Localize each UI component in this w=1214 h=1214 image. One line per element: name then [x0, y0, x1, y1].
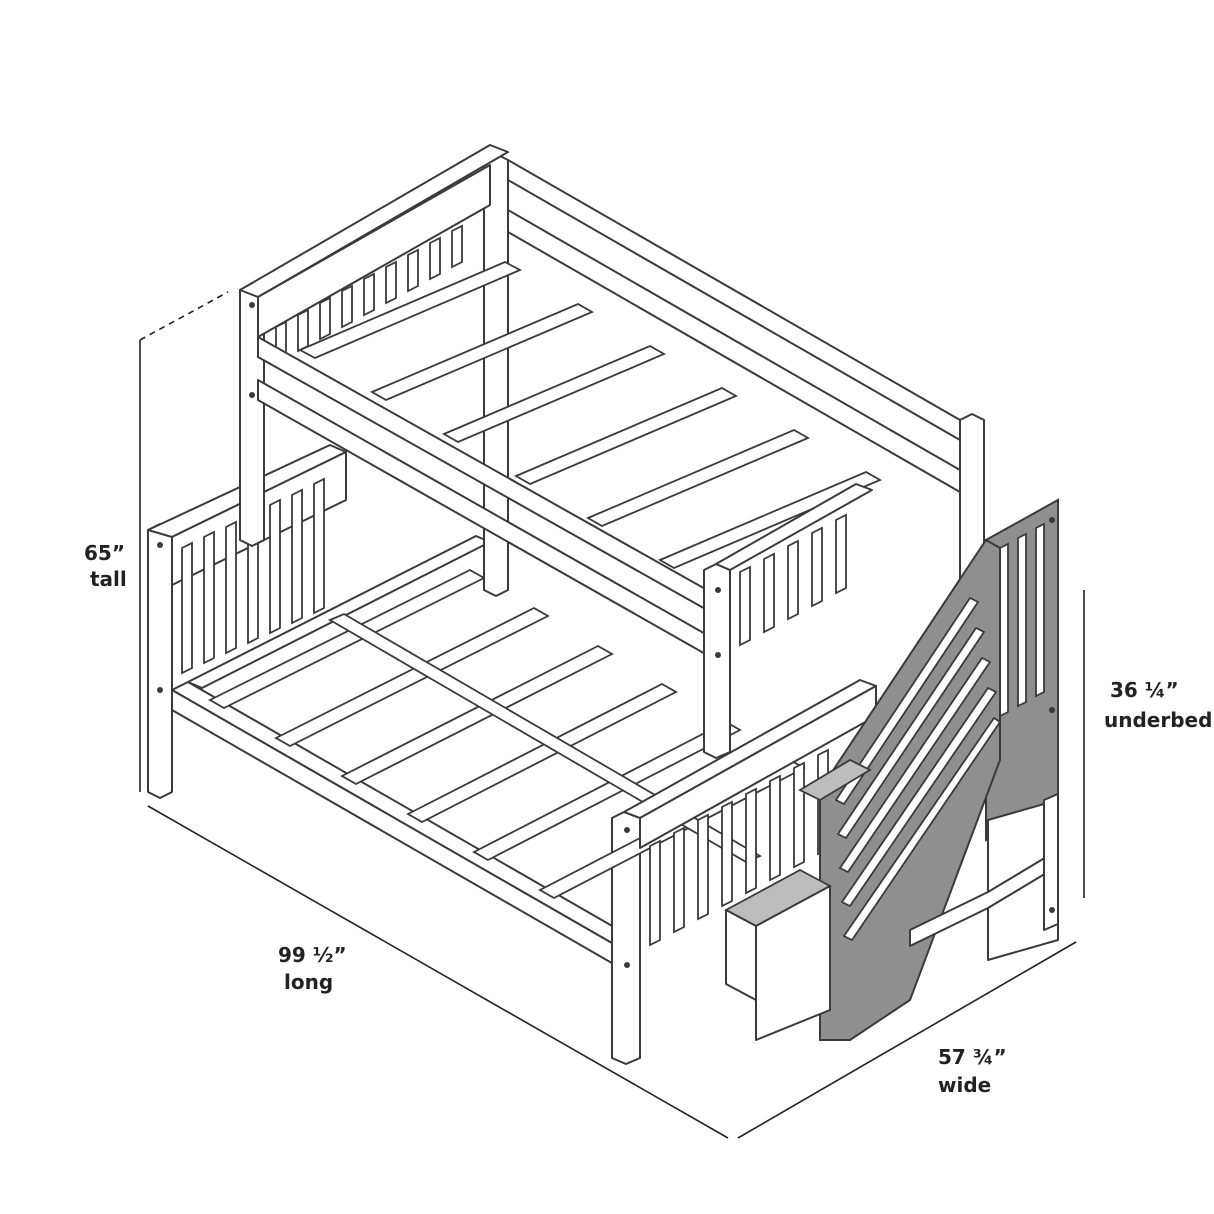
dimension-labels: 65” tall 36 ¼” underbed 99 ½” long 57 ¾”… — [84, 541, 1212, 1097]
dimension-lines — [139, 291, 1085, 1139]
width-dimension-line — [737, 941, 1077, 1139]
upper-headboard-top-rail — [257, 164, 491, 338]
staircase — [724, 498, 1059, 1041]
lower-side-rail-face — [171, 689, 625, 971]
stair-step-upper-top — [798, 758, 872, 802]
lower-bed-slats — [208, 568, 806, 900]
stair-leg — [1043, 793, 1059, 931]
lower-bed — [147, 444, 877, 1065]
underbed-label: underbed — [1104, 708, 1212, 732]
upper-headboard-cap — [239, 144, 509, 298]
upper-bed — [239, 144, 985, 797]
stair-back-slats — [999, 522, 1045, 718]
length-label: long — [284, 970, 333, 994]
stair-diagonal-slats — [834, 596, 1002, 942]
stair-step-lower-front — [725, 909, 757, 1001]
upper-foot-post — [703, 563, 731, 759]
height-dimension-dashed-extension — [139, 291, 229, 341]
length-value: 99 ½” — [278, 943, 347, 967]
width-label: wide — [938, 1073, 991, 1097]
lower-head-post-front — [147, 523, 173, 799]
upper-back-rail-top — [507, 159, 961, 441]
upper-bed-slats — [297, 261, 883, 570]
height-value: 65” — [84, 541, 125, 565]
length-dimension-line — [147, 805, 729, 1139]
upper-guard-slats — [739, 513, 847, 647]
height-label: tall — [90, 567, 127, 591]
width-value: 57 ¾” — [938, 1045, 1007, 1069]
underbed-value: 36 ¼” — [1110, 678, 1179, 702]
lower-headboard-slats — [181, 477, 325, 675]
lower-guard-slats — [649, 748, 829, 947]
upper-guard-cap — [715, 483, 873, 571]
stair-step-lower-side — [755, 885, 831, 1041]
